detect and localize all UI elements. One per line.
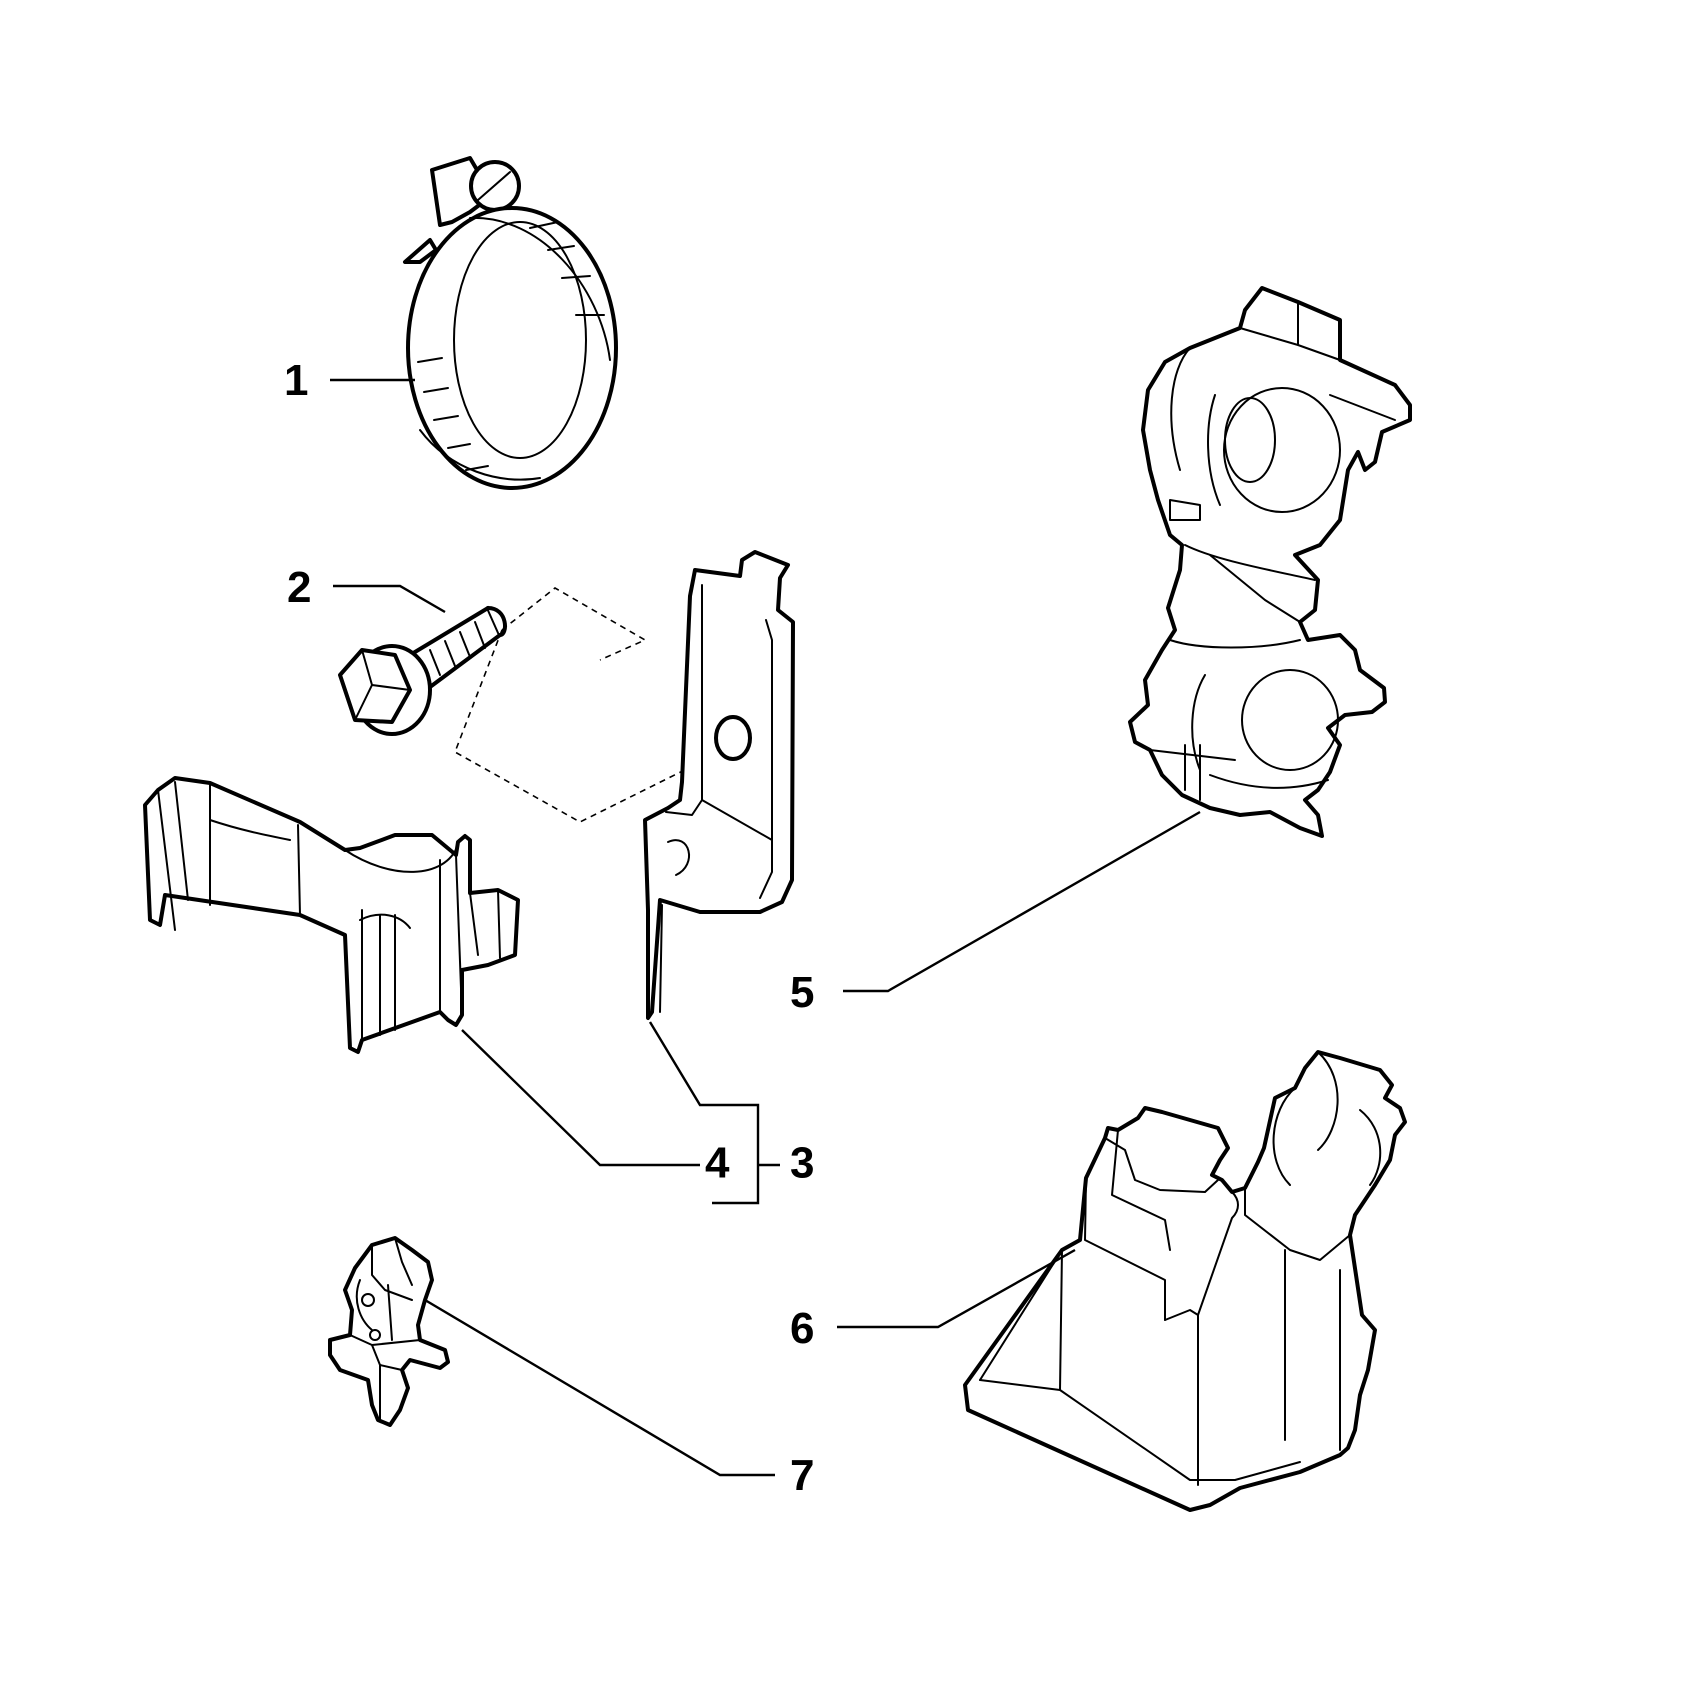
callout-1: 1 xyxy=(284,356,308,405)
leader-line-6 xyxy=(837,1248,1076,1329)
callout-6: 6 xyxy=(790,1304,814,1353)
hose-clamp-part xyxy=(403,156,618,490)
pipe-clip-part xyxy=(143,776,520,1054)
bracket-part xyxy=(643,550,795,1020)
double-pipe-clip-part xyxy=(1128,286,1412,838)
leader-line-4 xyxy=(461,1029,700,1167)
flange-bolt-part xyxy=(338,606,507,736)
push-in-clip-part xyxy=(328,1236,450,1427)
leader-line-5 xyxy=(843,810,1201,993)
leader-line-2 xyxy=(333,584,446,614)
leader-line-3 xyxy=(648,1021,780,1205)
callout-7: 7 xyxy=(790,1451,814,1500)
callout-3: 3 xyxy=(790,1139,814,1188)
leader-line-7 xyxy=(424,1298,775,1477)
callout-4: 4 xyxy=(705,1139,730,1188)
callout-5: 5 xyxy=(790,968,814,1017)
leader-lines xyxy=(330,378,1201,1477)
callout-2: 2 xyxy=(287,563,311,612)
pipe-holder-bracket-part xyxy=(963,1050,1407,1512)
assembly-guide-line xyxy=(454,587,746,823)
callout-labels: 1 2 3 4 5 6 7 xyxy=(284,356,814,1500)
